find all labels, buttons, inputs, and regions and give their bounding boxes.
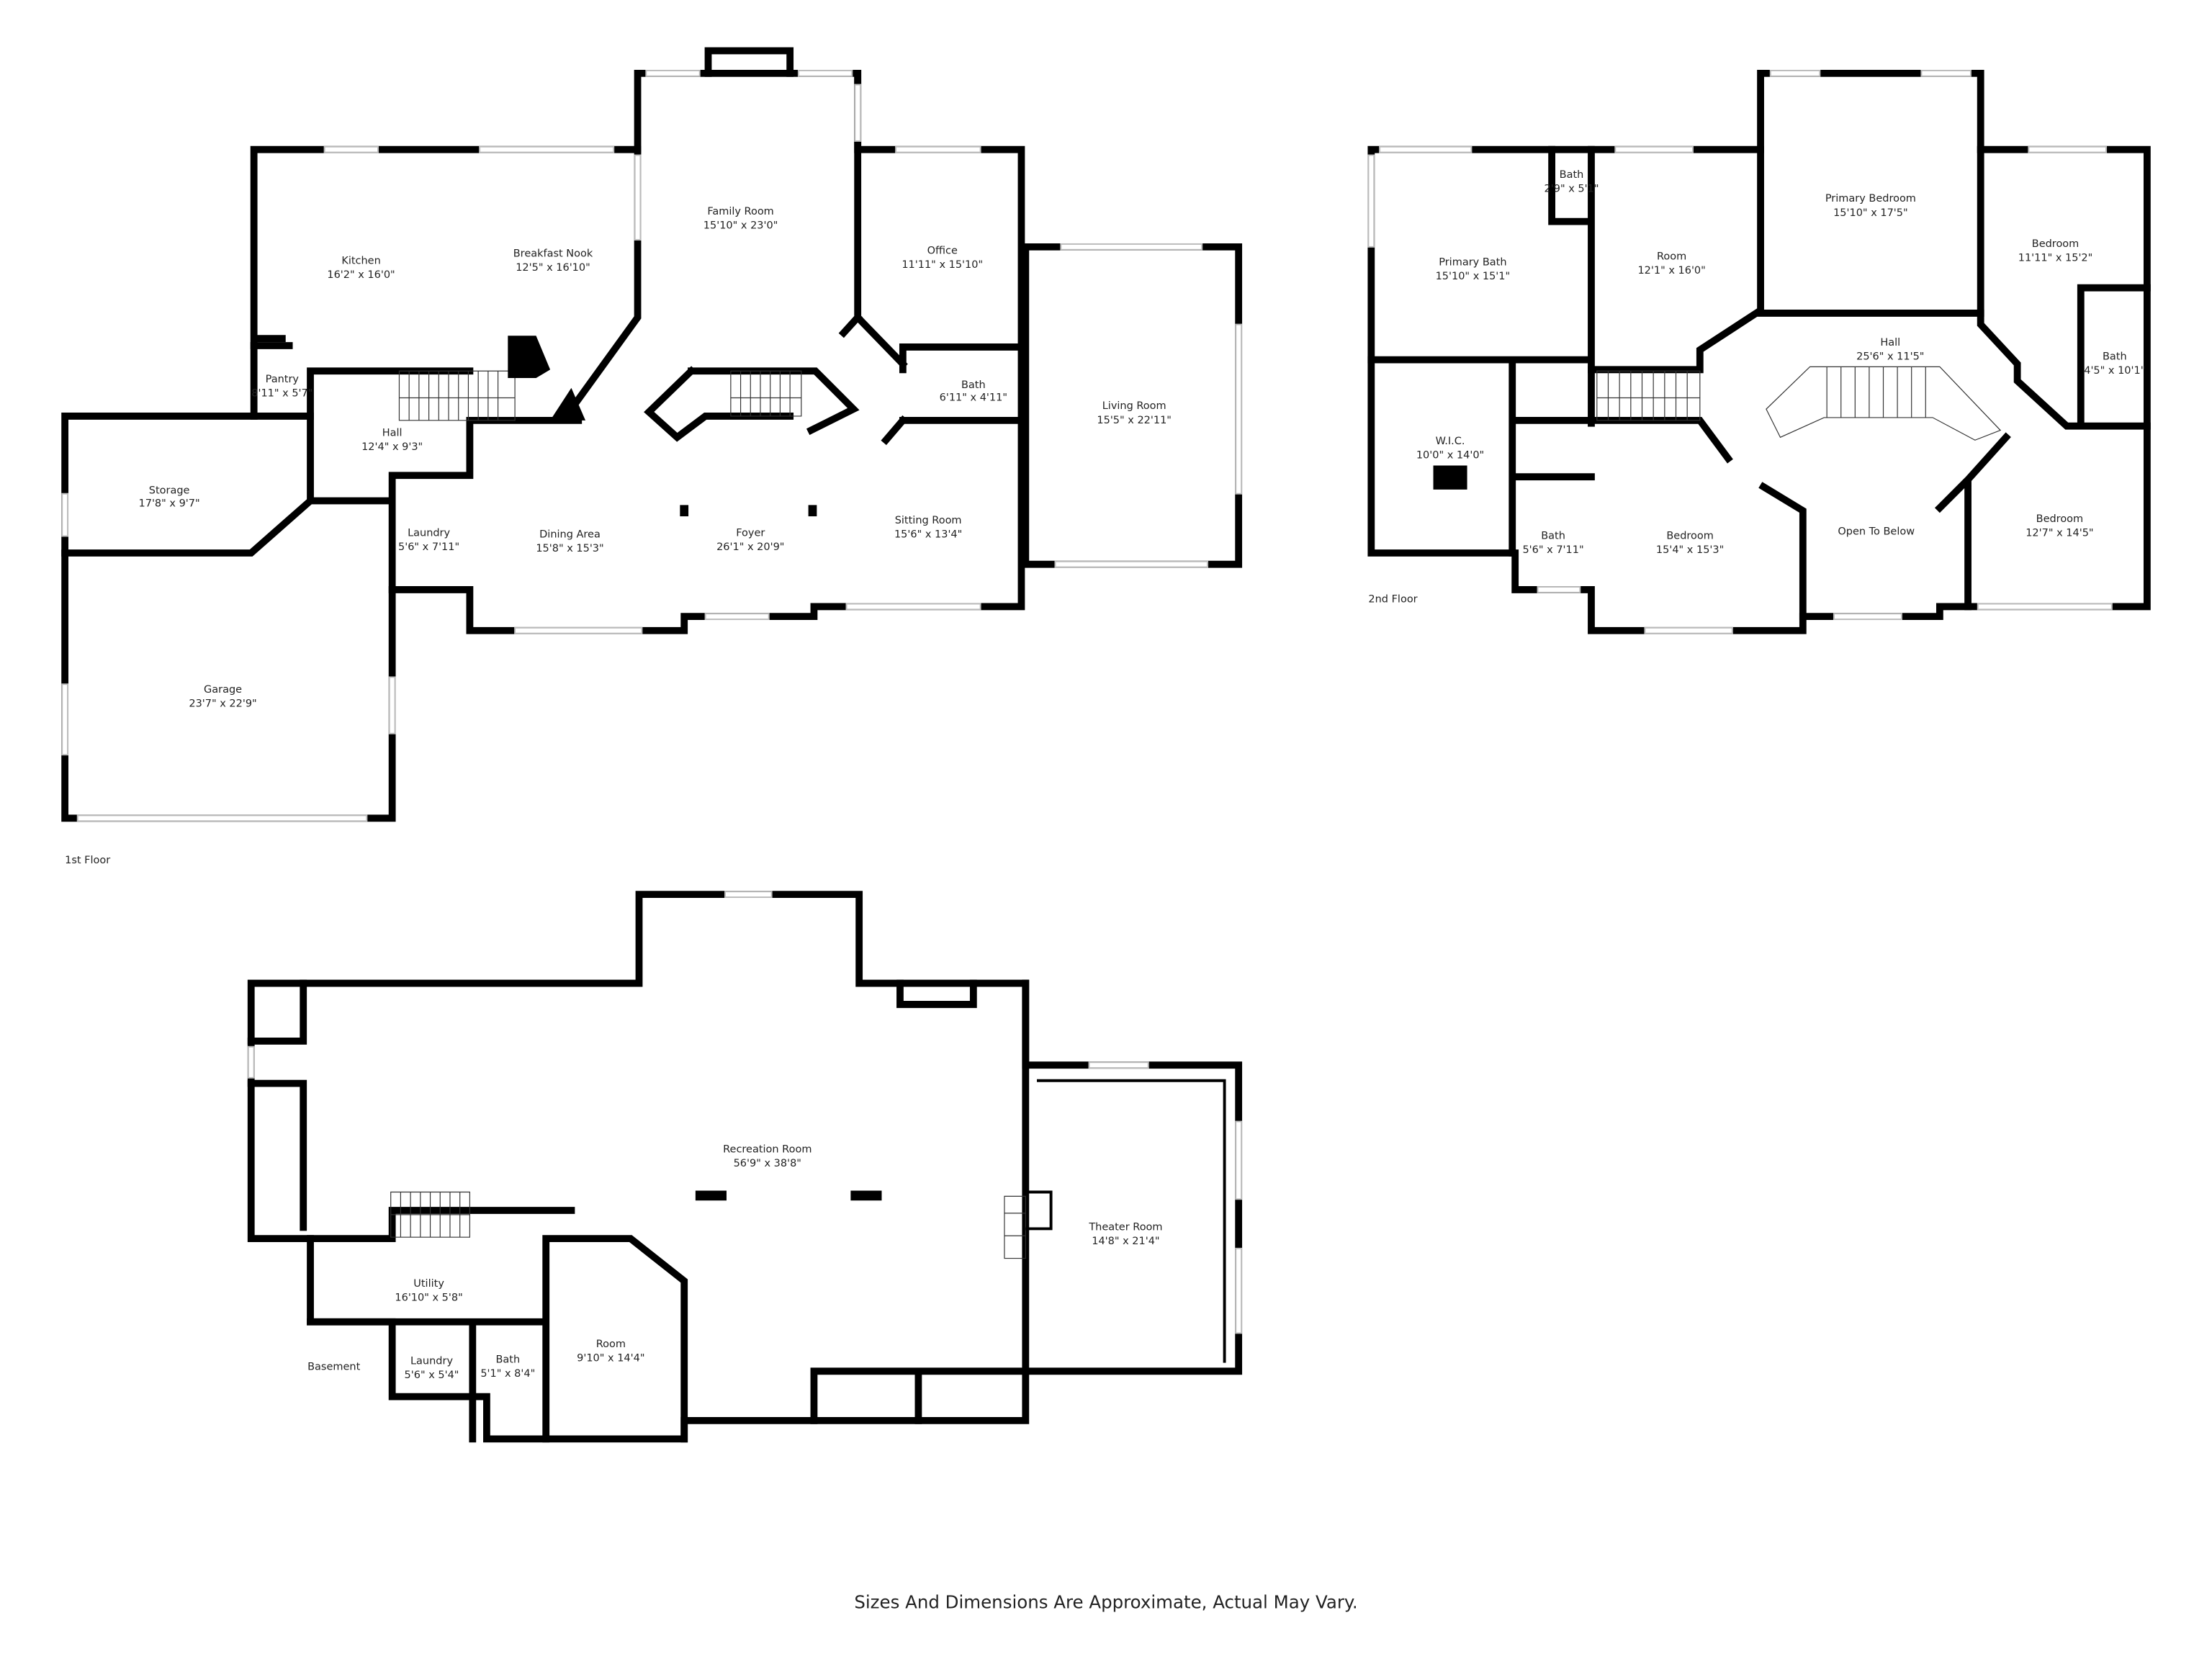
room-dims: 15'5" x 22'11" bbox=[1097, 415, 1172, 426]
room-dims: 17'8" x 9'7" bbox=[139, 498, 200, 509]
room-dims: 12'1" x 16'0" bbox=[1637, 265, 1705, 276]
room-name: Laundry bbox=[410, 1356, 453, 1367]
room-name: Open To Below bbox=[1838, 526, 1915, 538]
room-name: Primary Bedroom bbox=[1825, 193, 1916, 204]
room-dims: 4'5" x 10'1" bbox=[2084, 365, 2145, 377]
windows bbox=[61, 69, 1243, 822]
room-name: Garage bbox=[204, 684, 242, 696]
second-floor-plan: Bath 2'9" x 5'1" Primary Bedroom 15'10" … bbox=[1367, 69, 2151, 634]
room-name: Bath bbox=[1541, 530, 1565, 541]
room-name: Pantry bbox=[266, 374, 300, 385]
room-name: Hall bbox=[1880, 337, 1900, 349]
room-name: Foyer bbox=[736, 527, 765, 539]
room-name: Bath bbox=[961, 379, 986, 391]
floor-label: Basement bbox=[307, 1361, 360, 1372]
windows bbox=[247, 891, 1243, 1334]
room-name: Bath bbox=[495, 1354, 520, 1366]
walls bbox=[247, 891, 1243, 1443]
room-dims: 5'1" x 8'4" bbox=[480, 1368, 535, 1380]
room-dims: 15'6" x 13'4" bbox=[894, 529, 962, 540]
room-dims: 15'10" x 17'5" bbox=[1833, 207, 1908, 219]
room-dims: 25'6" x 11'5" bbox=[1856, 351, 1924, 363]
room-dims: 11'11" x 15'10" bbox=[902, 259, 983, 271]
room-name: Family Room bbox=[707, 206, 773, 217]
room-dims: 8'11" x 5'7" bbox=[251, 388, 313, 400]
room-name: Breakfast Nook bbox=[513, 248, 593, 260]
room-name: Bath bbox=[2103, 351, 2127, 363]
room-labels: Bath 2'9" x 5'1" Primary Bedroom 15'10" … bbox=[1416, 169, 2146, 556]
room-dims: 15'8" x 15'3" bbox=[536, 543, 603, 554]
room-dims: 6'11" x 4'11" bbox=[940, 392, 1007, 403]
room-dims: 56'9" x 38'8" bbox=[734, 1158, 801, 1169]
room-name: Utility bbox=[413, 1278, 444, 1290]
room-dims: 12'4" x 9'3" bbox=[361, 441, 423, 453]
room-name: Room bbox=[596, 1339, 626, 1350]
room-dims: 5'6" x 7'11" bbox=[1522, 544, 1583, 556]
room-name: Hall bbox=[382, 427, 403, 439]
room-dims: 23'7" x 22'9" bbox=[189, 698, 256, 710]
room-name: Kitchen bbox=[341, 255, 380, 266]
stairs bbox=[398, 336, 817, 517]
room-dims: 26'1" x 20'9" bbox=[716, 541, 784, 553]
room-dims: 15'10" x 15'1" bbox=[1436, 271, 1511, 282]
room-dims: 16'10" x 5'8" bbox=[395, 1292, 462, 1303]
room-name: Bedroom bbox=[2036, 513, 2084, 525]
room-dims: 2'9" x 5'1" bbox=[1545, 183, 1599, 194]
stairs bbox=[390, 1191, 470, 1238]
room-name: Living Room bbox=[1102, 400, 1166, 412]
room-name: Dining Area bbox=[539, 529, 601, 540]
disclaimer-footer: Sizes And Dimensions Are Approximate, Ac… bbox=[854, 1591, 1357, 1612]
room-name: Sitting Room bbox=[895, 515, 962, 526]
floor-label: 2nd Floor bbox=[1368, 594, 1417, 606]
room-name: Theater Room bbox=[1088, 1221, 1162, 1233]
room-labels: Recreation Room 56'9" x 38'8" Theater Ro… bbox=[395, 1144, 1162, 1381]
basement-plan: Recreation Room 56'9" x 38'8" Theater Ro… bbox=[247, 891, 1243, 1443]
room-dims: 12'7" x 14'5" bbox=[2026, 527, 2093, 539]
stairs bbox=[1596, 366, 2002, 441]
room-name: Room bbox=[1657, 251, 1686, 262]
room-name: Recreation Room bbox=[723, 1144, 811, 1156]
walls bbox=[1367, 69, 2151, 634]
room-name: Bedroom bbox=[2032, 238, 2080, 250]
room-dims: 10'0" x 14'0" bbox=[1416, 450, 1484, 462]
windows bbox=[1367, 69, 2113, 634]
room-dims: 9'10" x 14'4" bbox=[577, 1353, 644, 1364]
room-labels: Family Room 15'10" x 23'0" Kitchen 16'2"… bbox=[139, 206, 1172, 710]
room-name: Office bbox=[927, 246, 958, 257]
room-dims: 14'8" x 21'4" bbox=[1092, 1236, 1159, 1247]
room-name: W.I.C. bbox=[1436, 436, 1465, 447]
room-name: Bedroom bbox=[1666, 530, 1714, 541]
room-dims: 16'2" x 16'0" bbox=[327, 269, 395, 281]
room-dims: 15'10" x 23'0" bbox=[703, 220, 778, 231]
floor-label: 1st Floor bbox=[65, 855, 110, 866]
room-dims: 5'6" x 7'11" bbox=[398, 541, 459, 553]
room-dims: 11'11" x 15'2" bbox=[2018, 252, 2093, 264]
room-dims: 15'4" x 15'3" bbox=[1656, 544, 1724, 556]
first-floor-plan: Family Room 15'10" x 23'0" Kitchen 16'2"… bbox=[61, 47, 1243, 866]
room-name: Storage bbox=[149, 485, 190, 497]
room-name: Primary Bath bbox=[1439, 256, 1506, 268]
room-name: Bath bbox=[1560, 169, 1584, 181]
room-dims: 5'6" x 5'4" bbox=[405, 1370, 459, 1381]
room-dims: 12'5" x 16'10" bbox=[516, 262, 590, 274]
room-name: Laundry bbox=[408, 527, 450, 539]
